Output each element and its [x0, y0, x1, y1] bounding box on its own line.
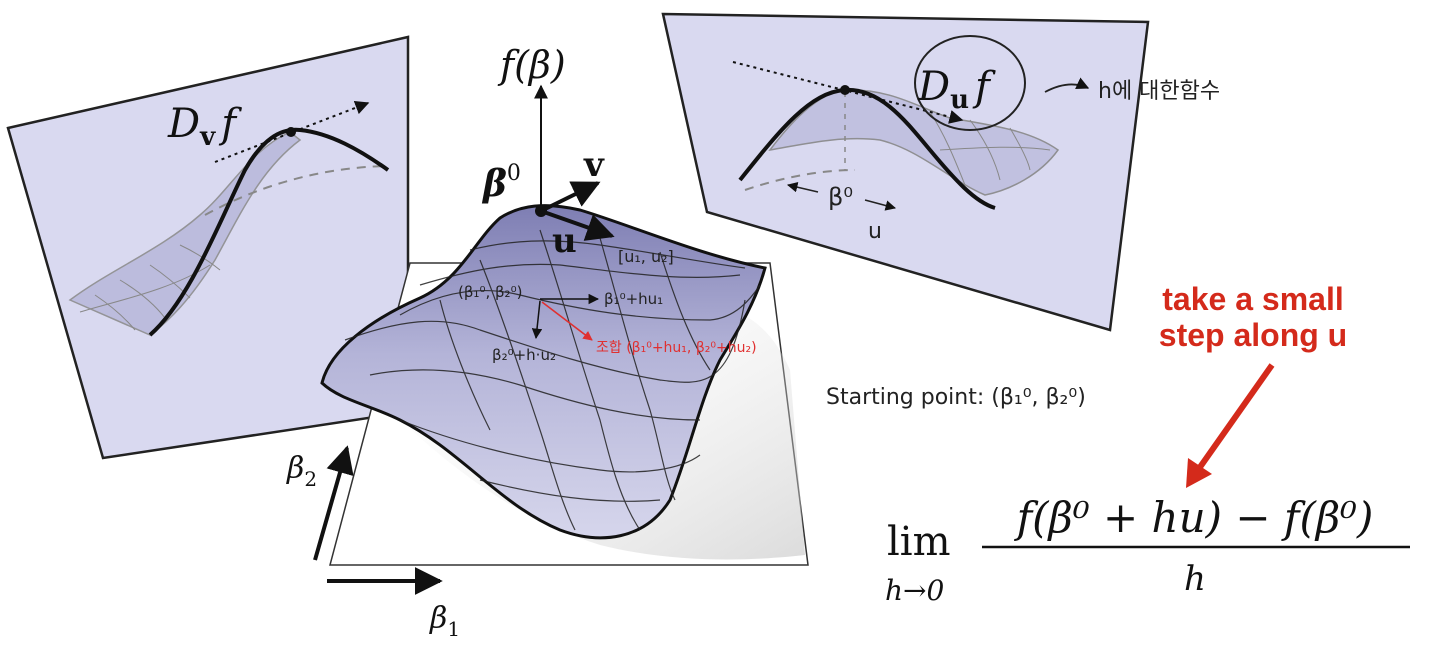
- formula-numerator: f(β⁰ + hu) − f(β⁰): [1014, 493, 1374, 542]
- right-tangent-point: [840, 85, 850, 95]
- left-dashed-curve: [204, 165, 386, 216]
- formula-denominator: h: [1184, 559, 1206, 599]
- u-components-note: [u₁, u₂]: [618, 247, 674, 266]
- beta2-axis: [313, 445, 354, 561]
- callout-line2: step along u: [1159, 317, 1347, 353]
- vertical-axis-label: f(β): [497, 43, 566, 87]
- callout-arrow-shaft: [1195, 363, 1275, 472]
- right-slice-curve: [738, 87, 996, 210]
- start-pair-note: (β₁⁰, β₂⁰): [458, 283, 522, 301]
- callout-arrow-head: [1186, 458, 1212, 488]
- beta1-axis-label: β1: [429, 601, 460, 641]
- vector-v-arrow: [540, 181, 601, 213]
- directional-derivative-formula: lim h→0 f(β⁰ + hu) − f(β⁰) h: [885, 493, 1410, 607]
- formula-lim: lim: [887, 519, 951, 565]
- handwritten-circle: [914, 35, 1026, 131]
- starting-point-note: Starting point: (β₁⁰, β₂⁰): [826, 385, 1086, 410]
- formula-lim-subscript: h→0: [885, 574, 944, 607]
- step-beta1-note: β₁⁰+hu₁: [604, 290, 663, 308]
- beta-mark-note: β⁰: [828, 183, 853, 211]
- callout-line1: take a small: [1162, 281, 1343, 317]
- u-mark-note: u: [868, 219, 882, 244]
- right-dashed-curve: [744, 169, 856, 191]
- vector-u-arrow: [540, 209, 615, 241]
- left-slice-curve: [148, 127, 390, 337]
- surface-mesh: [344, 229, 761, 531]
- combined-step-note: 조합 (β₁⁰+hu₁, β₂⁰+hu₂): [596, 340, 757, 356]
- right-tangent-line: [732, 61, 964, 124]
- step-beta2-note: β₂⁰+h·u₂: [492, 346, 556, 364]
- left-tangent-point: [286, 127, 296, 137]
- korean-function-note: h에 대한함수: [1098, 79, 1220, 104]
- center-3d-plot: f(β) β0 v u [u₁, u₂] (β₁⁰,: [286, 43, 809, 641]
- step-callout: take a small step along u: [1159, 281, 1347, 488]
- vector-v-label: v: [583, 145, 605, 185]
- beta2-axis-label: β2: [286, 451, 317, 491]
- point-beta0-label: β0: [481, 161, 521, 205]
- vector-u-label: u: [552, 221, 577, 261]
